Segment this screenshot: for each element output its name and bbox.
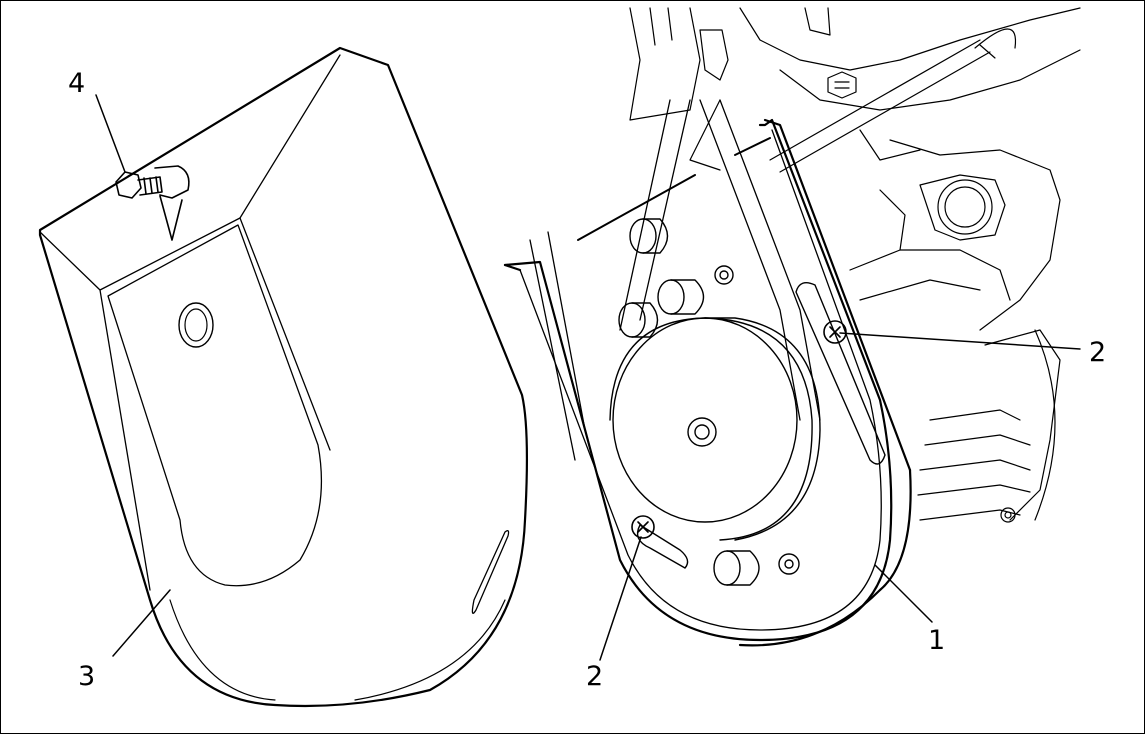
belt-guard-back-plate <box>503 118 912 647</box>
leader-lines <box>95 94 1081 661</box>
callout-1: 1 <box>928 625 946 656</box>
standoffs <box>618 218 800 586</box>
drive-belt <box>619 99 821 421</box>
adjustment-screw-right <box>823 320 847 344</box>
callout-2-right: 2 <box>1089 337 1107 368</box>
callout-2-bottom: 2 <box>586 661 604 692</box>
belt-guard-cover <box>38 46 529 708</box>
pulley <box>609 317 821 541</box>
adjustment-screw-bottom <box>631 515 655 539</box>
callout-4: 4 <box>68 68 86 99</box>
callout-3: 3 <box>78 661 96 692</box>
adjustment-slots <box>636 282 886 569</box>
engine-housing <box>629 7 1081 523</box>
